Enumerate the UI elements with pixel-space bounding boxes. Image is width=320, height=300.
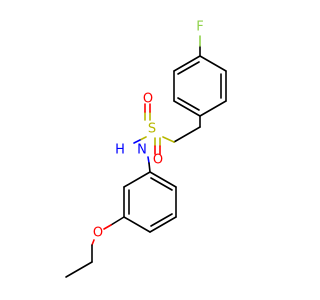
structure-canvas: F O S O H N O (65, 19, 227, 278)
fluorophenyl-ring (173, 55, 227, 117)
ring2-bond (149, 171, 177, 188)
ring2-bond (149, 216, 177, 233)
ring1-bond (173, 100, 201, 117)
ring1-double-bond (177, 97, 200, 111)
aryl-o-bond-oxygen (103, 224, 112, 230)
ring2-double-bond (150, 213, 173, 227)
ring2-bond (123, 171, 151, 188)
s-n-bond-sulfur (139, 136, 147, 141)
n-aryl-bond-carbon (148, 162, 151, 173)
n-aryl-bond-nitrogen (147, 156, 150, 164)
nitrogen-atom-label: N (137, 143, 147, 158)
ring1-double-bond (177, 61, 200, 75)
molecule-diagram: F O S O H N O (65, 20, 227, 278)
fluorine-atom-label: F (196, 20, 203, 35)
ring1-bond (199, 100, 227, 117)
ring2-bond (123, 216, 151, 233)
ring1-bond (173, 55, 201, 72)
ch2-s-bond-carbon (173, 126, 201, 143)
ring2-double-bond (150, 177, 173, 191)
ch2-s-bond-sulfur (162, 136, 175, 143)
hydrogen-atom-label: H (115, 143, 125, 158)
oxygen-top-atom-label: O (143, 92, 153, 107)
ethyl-bond (65, 261, 93, 278)
aryl-o-bond-carbon (110, 216, 125, 226)
ether-oxygen-atom-label: O (93, 226, 103, 241)
ring1-bond (199, 55, 227, 72)
ethoxyphenyl-ring (123, 171, 177, 233)
s-n-bond-nitrogen (133, 139, 141, 144)
o-ch2-bond-oxygen (91, 239, 95, 246)
sulfur-atom-label: S (148, 122, 156, 137)
oxygen-bottom-atom-label: O (153, 153, 163, 168)
